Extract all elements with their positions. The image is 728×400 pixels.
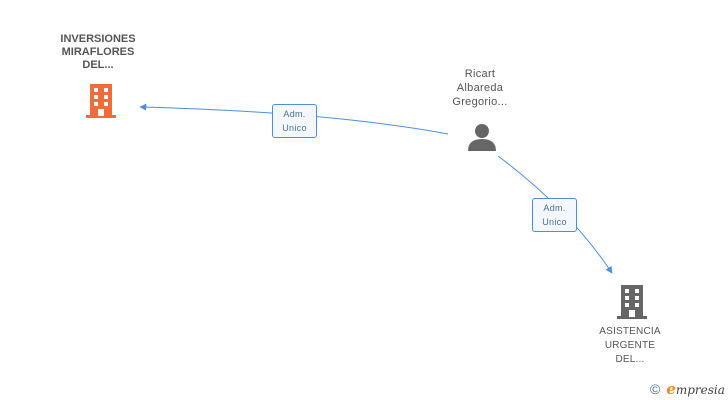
company-asistencia-label[interactable]: ASISTENCIA URGENTE DEL... xyxy=(599,326,661,365)
copyright-icon: © xyxy=(650,381,661,397)
building-icon[interactable] xyxy=(85,84,117,118)
brand-logo[interactable]: empresia xyxy=(666,380,725,398)
edge-label-adm-unico: Adm. Unico xyxy=(272,104,317,138)
person-icon[interactable] xyxy=(467,122,497,152)
brand-initial: e xyxy=(666,380,676,398)
person-ricart-label[interactable]: Ricart Albareda Gregorio... xyxy=(452,68,508,108)
brand-name: mpresia xyxy=(675,383,725,397)
edge-label-adm-unico: Adm. Unico xyxy=(532,198,577,232)
company-inversiones-label[interactable]: INVERSIONES MIRAFLORES DEL... xyxy=(60,33,136,71)
footer-brand: © empresia xyxy=(650,380,725,398)
building-icon[interactable] xyxy=(616,285,648,319)
